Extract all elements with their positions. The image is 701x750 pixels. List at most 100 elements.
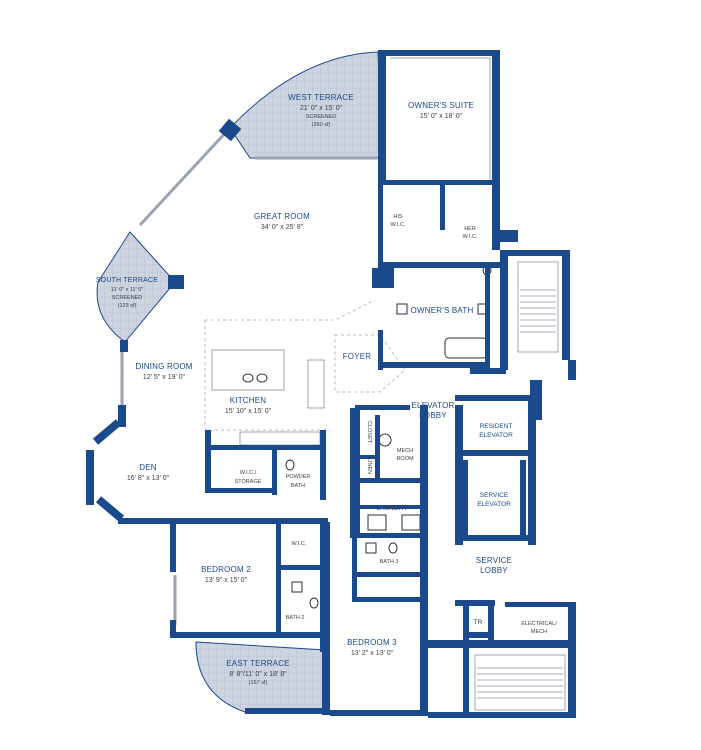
room-resident-elevator: RESIDENT ELEVATOR	[479, 423, 513, 439]
room-dining-room: DINING ROOM 12' 5" x 19' 0"	[135, 362, 192, 381]
room-den: DEN 16' 8" x 13' 0"	[127, 463, 170, 482]
room-his-wic: HIS W.I.C.	[391, 214, 406, 228]
svg-text:12' 5" x 19' 0": 12' 5" x 19' 0"	[143, 374, 186, 381]
svg-text:OWNER'S BATH: OWNER'S BATH	[411, 306, 474, 315]
svg-text:RESIDENT: RESIDENT	[480, 423, 513, 430]
room-south-terrace: SOUTH TERRACE 11' 0" x 11' 0" SCREENED (…	[96, 277, 158, 309]
svg-text:OWNER'S SUITE: OWNER'S SUITE	[408, 101, 474, 110]
svg-text:LAUNDRY: LAUNDRY	[377, 505, 409, 512]
kitchen-island	[211, 349, 285, 391]
room-foyer: FOYER	[343, 352, 372, 361]
room-electrical-mech: ELECTRICAL/ MECH	[521, 621, 557, 635]
room-service-elevator: SERVICE ELEVATOR	[477, 492, 511, 508]
west-terrace-area	[229, 51, 383, 159]
svg-text:SCREENED: SCREENED	[112, 295, 143, 301]
svg-text:DINING ROOM: DINING ROOM	[135, 362, 192, 371]
room-bedroom-3: BEDROOM 3 13' 2" x 13' 0"	[347, 638, 397, 657]
svg-text:13' 2" x 13' 0": 13' 2" x 13' 0"	[351, 650, 394, 657]
svg-text:W.I.C.: W.I.C.	[292, 541, 307, 547]
svg-text:ELEVATOR: ELEVATOR	[477, 501, 511, 508]
room-her-wic: HER W.I.C.	[463, 226, 478, 240]
svg-text:POWDER: POWDER	[286, 474, 311, 480]
svg-text:8' 8"/11' 0" x 18' 8": 8' 8"/11' 0" x 18' 8"	[229, 671, 287, 678]
svg-text:16' 8" x 13' 0": 16' 8" x 13' 0"	[127, 475, 170, 482]
svg-text:W.I.C./: W.I.C./	[240, 470, 257, 476]
svg-text:BATH 3: BATH 3	[380, 559, 399, 565]
svg-text:CLOSET: CLOSET	[366, 421, 372, 444]
room-powder-bath: POWDER BATH	[286, 474, 311, 489]
toilet-icon	[285, 264, 492, 609]
svg-text:ELECTRICAL/: ELECTRICAL/	[521, 621, 557, 627]
room-laundry: LAUNDRY	[377, 505, 409, 512]
svg-text:TR: TR	[474, 619, 483, 626]
svg-text:EAST TERRACE: EAST TERRACE	[226, 659, 289, 668]
svg-text:(157 sf): (157 sf)	[249, 680, 268, 686]
room-tr: TR	[474, 619, 483, 626]
svg-text:LOBBY: LOBBY	[480, 566, 508, 575]
room-elevator-lobby: ELEVATOR LOBBY	[412, 401, 455, 420]
svg-text:11' 0" x 11' 0": 11' 0" x 11' 0"	[111, 287, 143, 293]
washer-dryer-icon	[367, 514, 421, 531]
foyer-outline	[334, 334, 406, 393]
room-mech-room: MECH ROOM	[396, 448, 414, 462]
svg-text:(260 sf): (260 sf)	[312, 122, 331, 128]
svg-text:(123 sf): (123 sf)	[118, 303, 137, 309]
room-east-terrace: EAST TERRACE 8' 8"/11' 0" x 18' 8" (157 …	[226, 659, 289, 686]
svg-text:FOYER: FOYER	[343, 352, 372, 361]
svg-text:DEN: DEN	[139, 463, 157, 472]
walls	[86, 50, 576, 718]
great-room-glazing	[138, 128, 230, 227]
svg-text:BEDROOM 3: BEDROOM 3	[347, 638, 397, 647]
service-stair-icon	[474, 654, 566, 711]
svg-text:MECH: MECH	[531, 629, 547, 635]
svg-text:21' 0" x 15' 0": 21' 0" x 15' 0"	[300, 105, 343, 112]
room-kitchen: KITCHEN 15' 10" x 15' 0"	[225, 396, 272, 415]
room-wic-2: W.I.C.	[292, 541, 307, 547]
room-linen: LINEN	[366, 458, 372, 474]
svg-text:STORAGE: STORAGE	[235, 479, 262, 485]
svg-text:GREAT ROOM: GREAT ROOM	[254, 212, 310, 221]
svg-text:ROOM: ROOM	[396, 456, 414, 462]
svg-text:ELEVATOR: ELEVATOR	[479, 432, 513, 439]
owner-stair-icon	[517, 261, 559, 353]
svg-text:SERVICE: SERVICE	[480, 492, 509, 499]
kitchen-sink-icon	[242, 373, 268, 383]
room-bedroom-2: BEDROOM 2 13' 9" x 15' 0"	[201, 565, 251, 584]
svg-text:WEST TERRACE: WEST TERRACE	[288, 93, 354, 102]
kitchen-base-cabinets	[239, 431, 321, 446]
svg-text:W.I.C.: W.I.C.	[463, 234, 478, 240]
room-west-terrace: WEST TERRACE 21' 0" x 15' 0" SCREENED (2…	[288, 93, 354, 128]
room-owners-suite: OWNER'S SUITE 15' 0" x 18' 0"	[408, 101, 474, 120]
bathtub-icon	[444, 337, 488, 359]
svg-text:LINEN: LINEN	[366, 458, 372, 474]
room-bath-2: BATH 2	[286, 615, 305, 621]
svg-text:KITCHEN: KITCHEN	[230, 396, 267, 405]
svg-text:SCREENED: SCREENED	[306, 114, 337, 120]
svg-text:ELEVATOR: ELEVATOR	[412, 401, 455, 410]
svg-text:HIS: HIS	[393, 214, 403, 220]
svg-text:LOBBY: LOBBY	[419, 411, 447, 420]
room-wic-storage: W.I.C./ STORAGE	[235, 470, 262, 485]
kitchen-counter	[307, 359, 325, 409]
svg-text:W.I.C.: W.I.C.	[391, 222, 406, 228]
svg-text:15' 10" x 15' 0": 15' 10" x 15' 0"	[225, 408, 272, 415]
room-owners-bath: OWNER'S BATH	[411, 306, 474, 315]
svg-text:15' 0" x 18' 0": 15' 0" x 18' 0"	[420, 113, 463, 120]
svg-text:13' 9" x 15' 0": 13' 9" x 15' 0"	[205, 577, 248, 584]
svg-text:HER: HER	[464, 226, 476, 232]
svg-text:SOUTH TERRACE: SOUTH TERRACE	[96, 277, 158, 284]
svg-text:BATH: BATH	[291, 483, 305, 489]
bath-sink-icon	[291, 303, 489, 593]
svg-text:BATH 2: BATH 2	[286, 615, 305, 621]
room-great-room: GREAT ROOM 34' 0" x 25' 8"	[254, 212, 310, 231]
svg-text:SERVICE: SERVICE	[476, 556, 512, 565]
south-terrace-area	[96, 231, 176, 343]
room-service-lobby: SERVICE LOBBY	[476, 556, 512, 575]
room-closet: CLOSET	[366, 421, 372, 444]
room-bath-3: BATH 3	[380, 559, 399, 565]
mech-unit-icon	[378, 433, 392, 447]
owners-suite-inner	[390, 57, 491, 180]
svg-text:34' 0" x 25' 8": 34' 0" x 25' 8"	[261, 224, 304, 231]
svg-text:MECH: MECH	[397, 448, 413, 454]
